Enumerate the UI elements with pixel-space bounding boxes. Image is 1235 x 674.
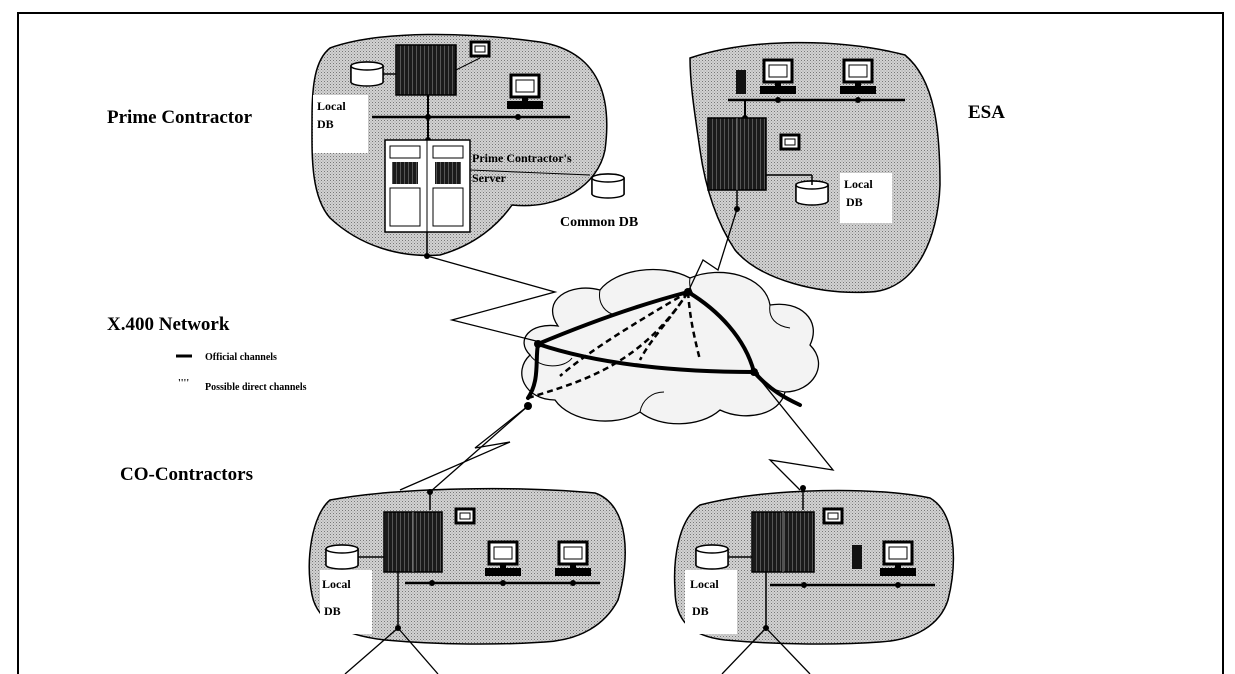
figure-frame (17, 12, 1224, 674)
prime-server-rack-icon (395, 44, 457, 96)
esa-local-db-label-1: Local (844, 177, 873, 191)
co-contractors-label: CO-Contractors (120, 464, 253, 485)
co-left-local-db-label-2: DB (324, 604, 341, 618)
co-right-local-db-label-1: Local (690, 577, 719, 591)
esa-terminal-icon (779, 133, 801, 151)
possible-direct-channels (527, 290, 702, 400)
co-left-local-db-box (320, 570, 372, 634)
prime-db-cylinder-icon (350, 61, 396, 87)
common-db-label: Common DB (560, 215, 638, 230)
legend-direct-channels: Possible direct channels (205, 382, 307, 393)
x400-network-cloud (521, 268, 820, 425)
esa-region (689, 41, 941, 294)
esa-workstation-icon-2 (838, 58, 878, 96)
co-left-db-cylinder-icon (325, 544, 359, 570)
network-links (399, 208, 835, 491)
prime-contractor-label: Prime Contractor (107, 107, 253, 128)
co-right-tower-icon (852, 545, 862, 569)
co-right-local-db-box (685, 570, 737, 634)
co-right-lan (770, 582, 935, 588)
co-contractor-left-site: Local DB (308, 405, 626, 645)
esa-site: Local DB (689, 41, 941, 294)
legend-direct-marker: '''' (178, 378, 189, 389)
esa-tower-icon (736, 70, 746, 94)
esa-label: ESA (968, 102, 1005, 123)
co-left-workstation-icon-1 (483, 540, 523, 578)
esa-workstation-icon-1 (758, 58, 798, 96)
co-right-local-db-label-2: DB (692, 604, 709, 618)
prime-local-db-label-1: Local (317, 99, 346, 113)
network-legend: '''' Official channels Possible direct c… (176, 352, 307, 393)
x400-network-label: X.400 Network (107, 314, 230, 335)
co-left-terminal-icon (454, 507, 476, 525)
co-right-workstation-icon (878, 540, 918, 578)
esa-local-db-box (840, 173, 892, 223)
legend-official-channels: Official channels (205, 352, 277, 363)
co-left-workstation-icon-2 (553, 540, 593, 578)
co-right-db-cylinder-icon (695, 544, 729, 570)
prime-contractor-site: Local DB Prime Contractor's Server (311, 33, 625, 259)
official-channels (526, 290, 802, 407)
prime-terminal-icon (469, 40, 491, 58)
prime-server-label-2: Server (472, 171, 507, 185)
prime-contractor-server-icon (384, 139, 471, 233)
co-contractor-right-site: Local DB (673, 485, 955, 645)
common-db-icon (591, 173, 625, 199)
co-left-outgoing-links (344, 627, 439, 674)
co-right-terminal-icon (822, 507, 844, 525)
co-left-local-db-label-1: Local (322, 577, 351, 591)
prime-server-label-1: Prime Contractor's (472, 151, 572, 165)
esa-local-db-label-2: DB (846, 195, 863, 209)
prime-local-db-box (313, 95, 368, 153)
co-right-outgoing-links (721, 627, 811, 674)
prime-local-db-label-2: DB (317, 117, 334, 131)
prime-workstation-icon (505, 73, 545, 111)
co-left-lan (405, 580, 600, 586)
